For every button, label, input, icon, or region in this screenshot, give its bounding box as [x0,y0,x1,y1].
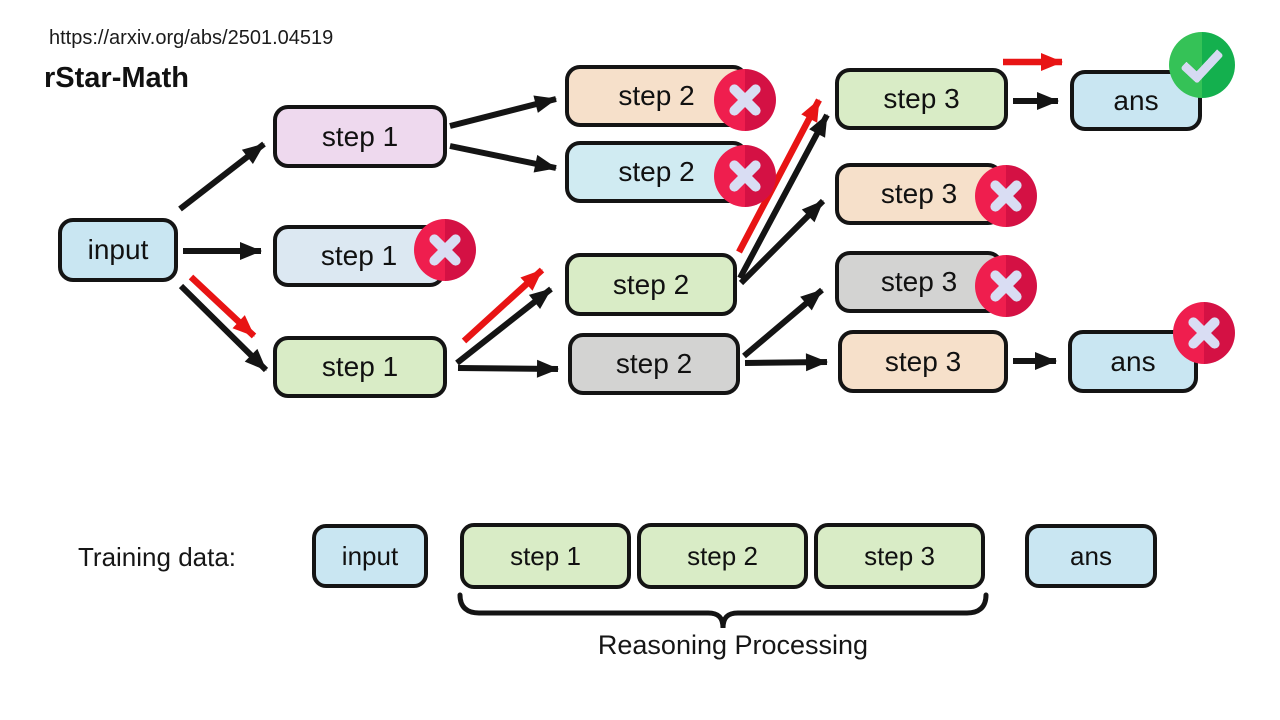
node-ans-wrong: ans [1068,302,1235,393]
node-label: step 2 [612,268,690,300]
node-label: step 1 [320,240,398,271]
node-label: step 2 [618,156,695,187]
training-data-label: Training data: [78,542,237,572]
error-icon [975,255,1037,317]
reasoning-processing-label: Reasoning Processing [597,630,869,660]
error-icon [975,165,1037,227]
node-label: step 2 [618,80,695,111]
node-label: step 3 [880,178,958,209]
error-icon [714,69,776,131]
brace [457,592,989,629]
node-label: step 1 [510,540,581,571]
node-input: input [58,218,178,282]
node-label: ans [1070,540,1112,571]
node-step1-green: step 1 [273,336,447,398]
node-label: input [341,540,399,571]
node-label: step 1 [321,351,399,382]
node-step3-peach: step 3 [838,330,1008,393]
page-title: rStar-Math [44,62,190,94]
node-step2-gray: step 2 [568,333,740,395]
node-label: input [87,234,149,265]
training-item-ans: ans [1025,524,1157,588]
node-label: ans [1113,84,1159,116]
error-icon [714,145,776,207]
node-step3-green: step 3 [835,68,1008,130]
node-step1-pink: step 1 [273,105,447,168]
node-step2-green: step 2 [565,253,737,316]
node-label: step 1 [321,120,399,152]
node-step3-peach-failed: step 3 [835,163,1037,227]
node-label: step 2 [615,348,693,379]
node-step1-blue: step 1 [273,219,476,287]
training-item-step1: step 1 [460,523,631,589]
node-label: step 3 [884,345,962,377]
training-item-step2: step 2 [637,523,808,589]
training-item-input: input [312,524,428,588]
training-item-step3: step 3 [814,523,985,589]
node-label: step 3 [864,540,935,571]
source-url: https://arxiv.org/abs/2501.04519 [49,27,334,49]
node-step2-cyan: step 2 [565,141,776,207]
node-ans-correct: ans [1070,32,1235,131]
error-icon [1173,302,1235,364]
node-label: step 3 [880,266,958,297]
node-label: ans [1110,345,1156,377]
success-icon [1169,32,1235,98]
error-icon [414,219,476,281]
node-step3-gray: step 3 [835,251,1037,317]
node-label: step 3 [883,83,960,114]
node-label: step 2 [687,540,758,571]
node-step2-peach: step 2 [565,65,776,131]
